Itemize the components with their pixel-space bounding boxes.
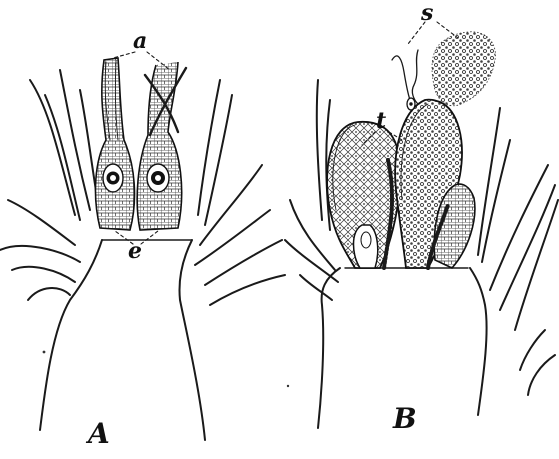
leaves-right-b (478, 108, 558, 395)
label-s: s (421, 2, 433, 24)
panel-label-b: B (393, 405, 417, 433)
panel-a-drawing (0, 52, 285, 440)
antheridium-small (354, 225, 378, 268)
archegonium-left (95, 58, 134, 230)
leaves-left-a (0, 70, 100, 300)
label-a: a (133, 30, 147, 52)
free-sperm (392, 50, 418, 110)
panel-label-a: A (88, 420, 110, 448)
leaves-right-a (195, 80, 285, 305)
panel-b-drawing (285, 22, 558, 428)
speck (43, 351, 46, 354)
sperm-mass (432, 32, 495, 106)
archegonium-right (137, 62, 186, 230)
speck (287, 385, 289, 387)
label-t: t (376, 110, 386, 132)
stem-outline-a (40, 240, 205, 440)
label-e: e (128, 240, 142, 262)
